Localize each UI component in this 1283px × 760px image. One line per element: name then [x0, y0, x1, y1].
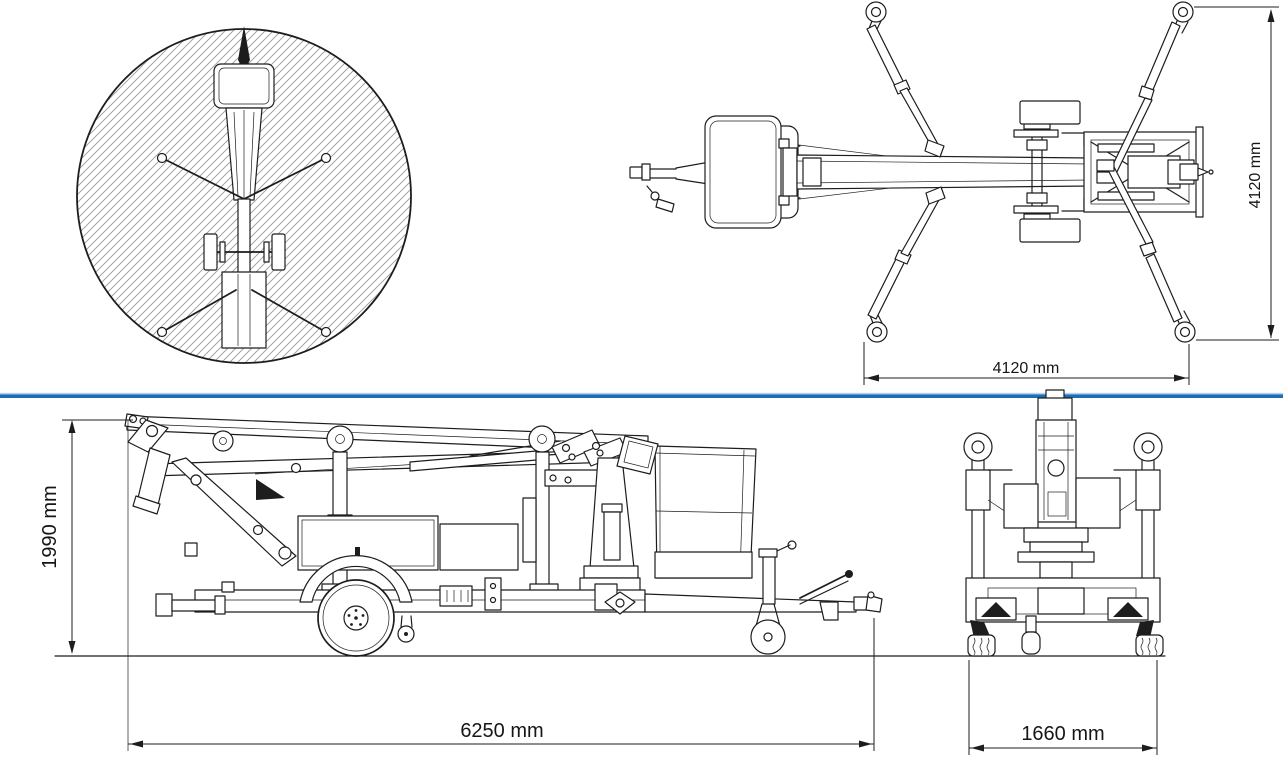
drawbar: [644, 593, 857, 613]
outrigger-pad: [156, 326, 168, 338]
side-length-dimension: 6250 mm: [127, 420, 875, 751]
jockey-wheel-assembly: [750, 540, 797, 655]
divider-highlight: [0, 392, 1283, 395]
front-outrigger-top: [865, 1, 945, 158]
basket-plan: [704, 115, 782, 229]
blue-divider: [0, 394, 1283, 398]
detail-circle-view: [76, 26, 412, 364]
plan-view: 4120 mm 4120 mm: [629, 1, 1279, 385]
wheel: [203, 233, 218, 271]
rear-width-label: 1660 mm: [1021, 723, 1104, 745]
side-view: 1990 mm 6250 mm: [39, 413, 883, 751]
road-wheel: [299, 555, 415, 657]
chassis-side: [194, 570, 883, 621]
wheel-plan: [1019, 100, 1081, 125]
basket-side: [616, 435, 757, 579]
rear-outrigger-top: [1096, 1, 1194, 184]
chassis-stowed: [221, 271, 267, 349]
rear-chassis: [965, 577, 1161, 638]
rear-outrigger-bottom: [1096, 159, 1196, 343]
plan-width-dimension: 4120 mm: [1194, 6, 1279, 341]
outrigger-arm: [243, 158, 325, 200]
outrigger-pad: [320, 326, 332, 338]
wheel-plan: [1019, 218, 1081, 243]
rear-chassis-plan: [1061, 126, 1214, 218]
rear-wheels: [967, 615, 1164, 657]
basket-stowed: [213, 63, 275, 109]
side-length-label: 6250 mm: [460, 720, 543, 742]
rear-outrigger-posts: [963, 432, 1163, 582]
side-height-label: 1990 mm: [39, 485, 61, 568]
outrigger-pad: [156, 152, 168, 164]
plan-length-dimension: 4120 mm: [863, 342, 1190, 385]
plan-width-label: 4120 mm: [1247, 142, 1264, 209]
boom-tip: [238, 26, 250, 70]
front-outrigger-bottom: [866, 186, 946, 343]
plan-length-label: 4120 mm: [993, 360, 1060, 377]
rear-view: 1660 mm: [963, 389, 1164, 755]
boom-beam-plan: [796, 154, 1091, 190]
rear-width-dimension: 1660 mm: [968, 660, 1158, 755]
wheel: [271, 233, 286, 271]
side-height-dimension: 1990 mm: [39, 419, 133, 654]
outrigger-pad: [320, 152, 332, 164]
stowed-outrigger-foot: [155, 593, 173, 617]
boom-articulation: [124, 413, 297, 567]
tow-hitch-plan: [629, 163, 677, 213]
rear-machine-body: [1003, 389, 1121, 579]
outrigger-arm: [163, 158, 245, 200]
